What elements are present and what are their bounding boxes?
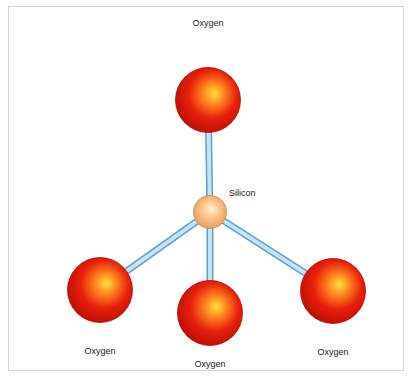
bond-stick bbox=[125, 220, 198, 272]
atom-label: Oxygen bbox=[192, 19, 223, 29]
oxygen-atom: Oxygen bbox=[175, 67, 241, 133]
atom-label: Oxygen bbox=[84, 347, 115, 357]
bond-fill bbox=[222, 220, 307, 275]
atom-sphere-shape bbox=[194, 196, 227, 229]
bond-stick bbox=[209, 130, 210, 197]
bond-fill bbox=[125, 220, 198, 272]
atom-sphere bbox=[300, 258, 366, 324]
oxygen-atom: Oxygen bbox=[67, 257, 133, 323]
atom-sphere-shape bbox=[178, 281, 243, 346]
atom-sphere bbox=[175, 67, 241, 133]
bond-outline bbox=[207, 227, 214, 283]
atom-sphere bbox=[177, 280, 243, 346]
bond-outline bbox=[125, 220, 198, 272]
frame-border bbox=[9, 7, 404, 371]
bond-fill bbox=[209, 130, 210, 197]
atom-sphere-shape bbox=[301, 259, 366, 324]
atom-label: Oxygen bbox=[194, 360, 225, 370]
bond-stick bbox=[210, 227, 211, 283]
atom-label: Oxygen bbox=[317, 348, 348, 358]
atom-sphere-shape bbox=[176, 68, 241, 133]
atom-sphere bbox=[67, 257, 133, 323]
atom-sphere bbox=[193, 195, 227, 229]
oxygen-atom: Oxygen bbox=[177, 280, 243, 346]
bond-fill bbox=[208, 227, 212, 283]
atom-label: Silicon bbox=[229, 189, 256, 199]
silicon-atom: Silicon bbox=[193, 195, 227, 229]
oxygen-atom: Oxygen bbox=[300, 258, 366, 324]
bond-stick bbox=[222, 220, 307, 275]
atom-sphere-shape bbox=[68, 258, 133, 323]
bond-outline bbox=[209, 130, 210, 197]
bond-outline bbox=[222, 220, 307, 275]
